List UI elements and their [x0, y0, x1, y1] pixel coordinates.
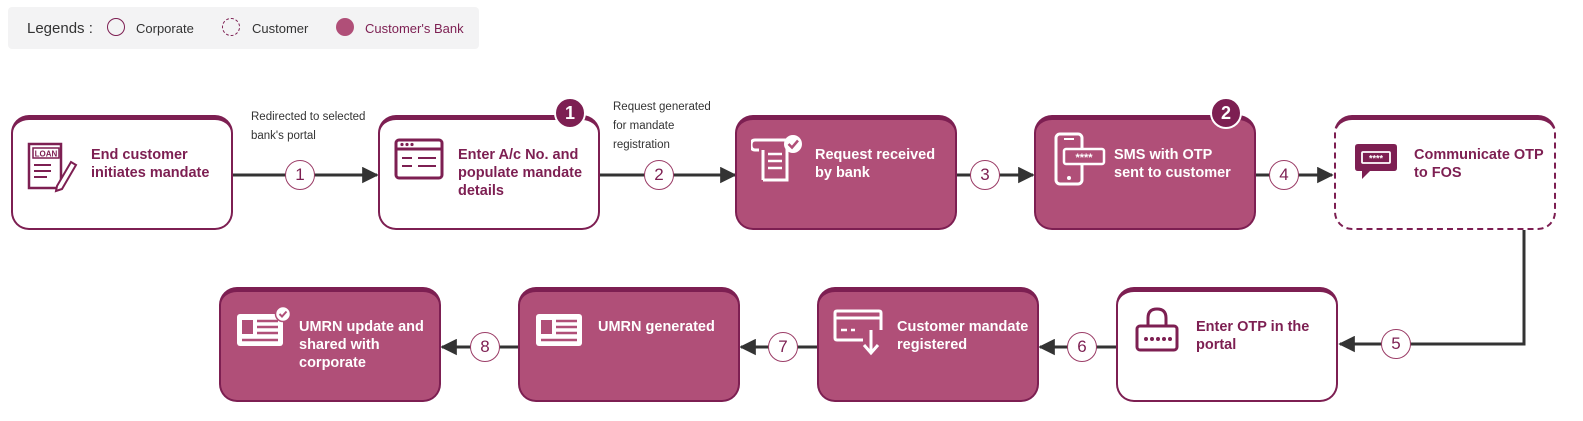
- svg-text:****: ****: [1369, 154, 1384, 164]
- step-number: 5: [1381, 329, 1411, 359]
- lock-otp-icon: [1135, 307, 1179, 352]
- step-label: UMRN generated: [598, 319, 715, 335]
- svg-text:****: ****: [1075, 152, 1093, 164]
- step-umrn-generated: UMRN generated: [518, 287, 740, 402]
- corporate-marker-icon: [107, 18, 125, 36]
- legend-item-corporate: Corporate: [136, 21, 194, 36]
- step-number: 2: [644, 160, 674, 190]
- legend-title: Legends :: [27, 20, 93, 37]
- step-number: 1: [285, 160, 315, 190]
- step-badge: 2: [1210, 97, 1242, 129]
- customer-marker-icon: [222, 18, 240, 36]
- step-badge: 1: [554, 97, 586, 129]
- id-card-icon: [536, 314, 582, 346]
- arrow-5: [1338, 230, 1526, 353]
- bank-marker-icon: [336, 18, 354, 36]
- loan-form-icon: LOAN: [27, 142, 78, 193]
- legend: Legends : Corporate Customer Customer's …: [8, 7, 479, 49]
- phone-otp-icon: ****: [1054, 132, 1106, 186]
- web-form-icon: [394, 138, 444, 180]
- step-number: 6: [1067, 332, 1097, 362]
- step-number: 8: [470, 332, 500, 362]
- chat-otp-icon: ****: [1355, 144, 1397, 179]
- step-number: 7: [768, 332, 798, 362]
- step-number: 3: [970, 160, 1000, 190]
- svg-text:LOAN: LOAN: [35, 150, 58, 159]
- scroll-check-icon: [751, 135, 802, 182]
- legend-item-customer: Customer: [252, 21, 309, 36]
- id-card-check-icon: [237, 306, 292, 346]
- step-number: 4: [1269, 160, 1299, 190]
- card-download-icon: [833, 309, 883, 356]
- legend-item-customers-bank: Customer's Bank: [365, 21, 464, 36]
